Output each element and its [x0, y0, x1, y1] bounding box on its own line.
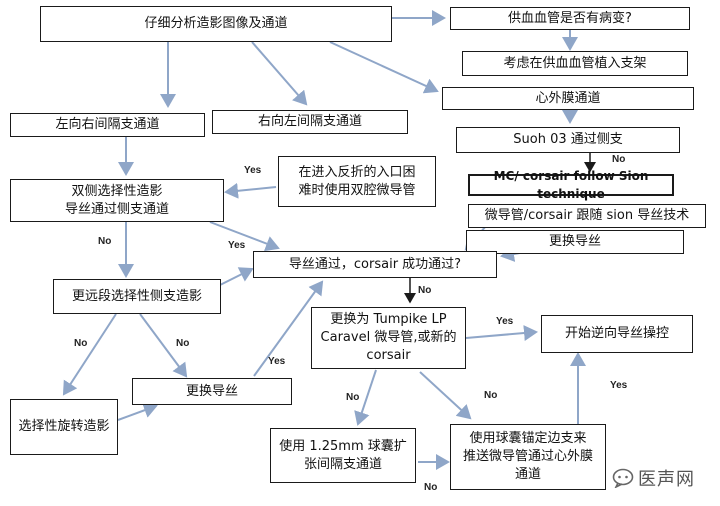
node-tumpike-line2: Caravel 微导管,或新的	[320, 330, 457, 345]
node-retrograde: 开始逆向导丝操控	[541, 315, 693, 353]
label-no-balloon: No	[346, 392, 360, 403]
node-stent-supply-text: 考虑在供血血管植入支架	[503, 55, 647, 71]
node-balloon: 使用 1.25mm 球囊扩 张间隔支通道	[270, 428, 416, 483]
watermark-text: 医声网	[638, 469, 695, 490]
edge-distal-to-rotational	[62, 313, 117, 396]
node-epicardial-text: 心外膜通道	[535, 90, 601, 106]
node-anchor-line1: 使用球囊锚定边支来	[469, 431, 587, 446]
label-yes-change-wire: Yes	[268, 356, 286, 367]
node-double-lumen: 在进入反折的入口困 难时使用双腔微导管	[278, 156, 436, 207]
node-mc-corsair: MC/ corsair follow Sion technique	[468, 169, 674, 201]
node-suoh: Suoh 03 通过侧支	[456, 127, 680, 153]
node-wire-pass-text: 导丝通过，corsair 成功通过?	[288, 256, 462, 272]
node-bilateral-line2: 导丝通过侧支通道	[64, 201, 169, 217]
edge-change-wire-to-wire-pass	[253, 280, 324, 377]
node-balloon-line1: 使用 1.25mm 球囊扩	[279, 438, 407, 454]
edge-distal-to-wire-pass	[219, 267, 254, 286]
label-yes-bilateral: Yes	[228, 240, 246, 251]
node-wire-pass: 导丝通过，corsair 成功通过?	[253, 251, 497, 278]
edge-analyze-to-epicardial	[329, 41, 439, 94]
edge-tumpike-to-retrograde	[465, 325, 538, 341]
node-tumpike-line1: 更换为 Tumpike LP	[330, 312, 447, 327]
label-yes-double-lumen: Yes	[244, 165, 262, 176]
node-right-left-text: 右向左间隔支通道	[257, 114, 362, 129]
node-distal-selective-text: 更远段选择性侧支造影	[71, 288, 202, 304]
node-supply-vessel-text: 供血血管是否有病变?	[508, 10, 632, 26]
edge-tumpike-to-balloon	[354, 369, 377, 426]
edge-rotational-to-change-wire	[117, 402, 158, 421]
node-epicardial: 心外膜通道	[442, 87, 694, 110]
label-no-wire-pass: No	[418, 285, 432, 296]
node-balloon-line2: 张间隔支通道	[303, 456, 382, 472]
node-tumpike: 更换为 Tumpike LP Caravel 微导管,或新的 corsair	[311, 307, 466, 369]
node-stent-supply: 考虑在供血血管植入支架	[462, 51, 688, 76]
edge-bilateral-to-wire-pass	[209, 221, 280, 252]
label-yes-anchor: Yes	[610, 380, 628, 391]
chat-bubble-icon	[612, 468, 634, 488]
label-no-suoh: No	[612, 154, 626, 165]
node-change-wire-top-text: 更换导丝	[548, 234, 601, 249]
label-no-balloon-anchor: No	[424, 482, 438, 493]
node-bilateral-line1: 双侧选择性造影	[71, 183, 163, 199]
node-rotational: 选择性旋转造影	[10, 399, 118, 455]
watermark: 医声网	[612, 466, 712, 490]
node-change-wire-bottom-text: 更换导丝	[185, 383, 238, 399]
node-suoh-text: Suoh 03 通过侧支	[513, 132, 623, 147]
edge-analyze-to-right-left	[251, 41, 308, 106]
node-micro-corsair-text: 微导管/corsair 跟随 sion 导丝技术	[484, 208, 690, 223]
edge-tumpike-to-anchor	[419, 371, 472, 420]
node-distal-selective: 更远段选择性侧支造影	[53, 279, 221, 314]
edge-distal-to-change-wire	[139, 313, 188, 378]
node-left-right-text: 左向右间隔支通道	[55, 117, 160, 132]
node-analyze: 仔细分析造影图像及通道	[40, 6, 392, 42]
label-no-change-wire: No	[176, 338, 190, 349]
node-rotational-text: 选择性旋转造影	[18, 419, 110, 434]
label-no-anchor: No	[484, 390, 498, 401]
node-retrograde-text: 开始逆向导丝操控	[564, 326, 669, 341]
node-analyze-text: 仔细分析造影图像及通道	[144, 16, 288, 31]
label-no-bilateral: No	[98, 236, 112, 247]
label-no-rotational: No	[74, 338, 88, 349]
node-double-lumen-line1: 在进入反折的入口困	[298, 164, 416, 180]
node-bilateral: 双侧选择性造影 导丝通过侧支通道	[10, 179, 224, 222]
node-micro-corsair: 微导管/corsair 跟随 sion 导丝技术	[468, 204, 706, 228]
node-tumpike-line3: corsair	[366, 348, 411, 363]
node-right-left: 右向左间隔支通道	[212, 110, 408, 134]
node-supply-vessel: 供血血管是否有病变?	[450, 7, 690, 30]
node-anchor-line2: 推送微导管通过心外膜	[462, 449, 593, 464]
node-mc-corsair-text: MC/ corsair follow Sion technique	[493, 169, 649, 201]
node-double-lumen-line2: 难时使用双腔微导管	[298, 182, 416, 198]
node-left-right: 左向右间隔支通道	[10, 113, 205, 137]
node-change-wire-top: 更换导丝	[466, 230, 684, 254]
node-change-wire-bottom: 更换导丝	[132, 378, 292, 405]
node-anchor: 使用球囊锚定边支来 推送微导管通过心外膜 通道	[450, 424, 606, 490]
label-yes-retrograde: Yes	[496, 316, 514, 327]
edge-double-lumen-to-bilateral	[224, 182, 277, 199]
node-anchor-line3: 通道	[514, 467, 541, 482]
